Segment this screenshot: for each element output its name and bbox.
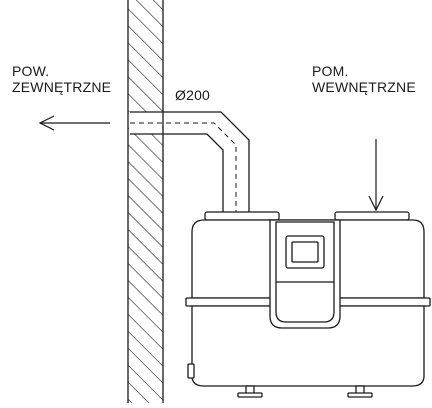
outflow-arrow — [38, 115, 110, 131]
inside-label-line1: POM. — [312, 63, 349, 79]
duct-centerline — [130, 122, 237, 212]
exhaust-duct — [130, 111, 250, 212]
duct-diameter-label: Ø200 — [175, 87, 211, 103]
foot-right-pad — [347, 392, 373, 398]
intake-arrow — [368, 139, 384, 212]
inlet-spigot — [334, 211, 410, 221]
outside-label-line1: POW. — [12, 63, 50, 79]
ventilation-unit — [185, 211, 431, 398]
lower-housing — [191, 305, 425, 387]
outlet-spigot — [204, 211, 280, 221]
wall-hatching — [128, 0, 163, 403]
outside-label-line2: ZEWNĘTRZNE — [12, 79, 112, 95]
wall — [127, 0, 164, 403]
foot-left-pad — [237, 392, 263, 398]
wall-duct-opening — [129, 112, 162, 134]
display-screen — [291, 241, 319, 263]
duct-outer-wall — [130, 111, 250, 212]
duct-inner-wall — [130, 133, 224, 212]
inside-label-line2: WEWNĘTRZNE — [312, 79, 416, 95]
side-latch — [187, 363, 195, 379]
